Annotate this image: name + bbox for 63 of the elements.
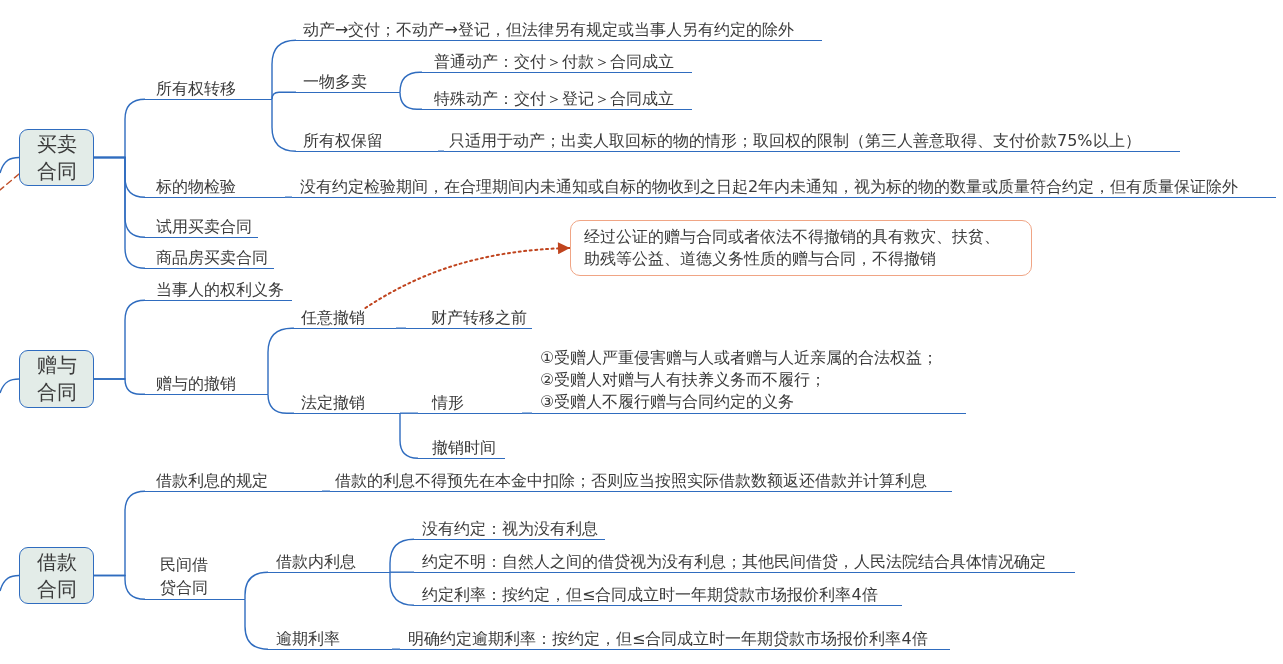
topic-box: 借款合同 — [19, 547, 94, 604]
underlined-topic: 法定撤销 — [294, 393, 400, 414]
connector-line — [0, 378, 20, 394]
list-item: ②受赠人对赠与人有扶养义务而不履行； — [540, 369, 828, 391]
connector-line — [244, 571, 269, 600]
connector-line — [389, 538, 415, 573]
connector-line — [267, 327, 295, 395]
underlined-topic: 一物多卖 — [296, 72, 400, 93]
underlined-topic: 逾期利率 — [268, 629, 392, 650]
connector-line — [521, 412, 533, 414]
connector-line — [391, 648, 401, 650]
underlined-topic: 没有约定：视为没有利息 — [414, 519, 605, 540]
connector-line — [271, 39, 297, 100]
list-item: ①受赠人严重侵害赠与人或者赠与人近亲属的合法权益； — [540, 347, 940, 369]
connector-line — [267, 393, 295, 414]
connector-line — [271, 91, 297, 100]
underlined-topic: 约定不明：自然人之间的借贷视为没有利息；其他民间借贷，人民法院结合具体情况确定 — [414, 552, 1075, 573]
underlined-topic: 只适用于动产；出卖人取回标的物的情形；取回权的限制（第三人善意取得、支付价款75%以上） — [444, 131, 1180, 152]
connector-line — [399, 71, 423, 93]
underlined-topic: 约定利率：按约定，但≤合同成立时一年期贷款市场报价利率4倍 — [414, 585, 902, 606]
underlined-topic: 明确约定逾期利率：按约定，但≤合同成立时一年期贷款市场报价利率4倍 — [400, 629, 950, 650]
underlined-topic: 民间借贷合同 — [145, 553, 245, 600]
connector-line — [284, 196, 293, 198]
underlined-topic: 所有权转移 — [145, 79, 272, 100]
list-item: ③受赠人不履行赠与合同约定的义务 — [540, 391, 796, 413]
connector-line — [0, 173, 20, 191]
connector-line — [271, 98, 297, 152]
underlined-topic: 情形 — [418, 393, 522, 414]
connector-line — [389, 571, 415, 606]
underlined-topic: 撤销时间 — [418, 438, 505, 459]
connector-line — [93, 574, 146, 600]
connector-line — [437, 150, 445, 152]
underlined-topic: 商品房买卖合同 — [145, 248, 274, 269]
connector-line — [399, 412, 419, 459]
underlined-topic: 特殊动产：交付＞登记＞合同成立 — [422, 89, 692, 110]
underlined-topic: 任意撤销 — [294, 308, 396, 329]
topic-box: 赠与合同 — [19, 350, 94, 408]
underlined-topic: 普通动产：交付＞付款＞合同成立 — [422, 52, 692, 73]
connector-line — [399, 412, 419, 414]
connector-line — [93, 156, 146, 269]
underlined-topic: 动产→交付；不动产→登记，但法律另有规定或当事人另有约定的除外 — [296, 20, 822, 41]
underlined-topic — [532, 347, 966, 414]
connector-line — [321, 490, 331, 492]
connector-line — [389, 571, 415, 573]
underlined-topic: 借款利息的规定 — [145, 471, 322, 492]
underlined-topic: 标的物检验 — [145, 177, 285, 198]
underlined-topic: 借款的利息不得预先在本金中扣除；否则应当按照实际借款数额返还借款并计算利息 — [330, 471, 952, 492]
underlined-topic: 财产转移之前 — [406, 308, 532, 329]
underlined-topic: 当事人的权利义务 — [145, 280, 292, 301]
note-box: 经过公证的赠与合同或者依法不得撤销的具有救灾、扶贫、助残等公益、道德义务性质的赠与合同，不得撤销 — [570, 220, 1032, 276]
underlined-topic: 赠与的撤销 — [145, 374, 268, 395]
connector-line — [93, 378, 146, 395]
arrow — [364, 242, 571, 309]
underlined-topic: 借款内利息 — [268, 552, 390, 573]
underlined-topic: 没有约定检验期间，在合理期间内未通知或自标的物收到之日起2年内未通知，视为标的物的数量或质量符合约定，但有质量保证除外 — [292, 177, 1276, 198]
connector-line — [399, 91, 423, 110]
connector-line — [0, 156, 20, 174]
underlined-topic: 所有权保留 — [296, 131, 438, 152]
connector-line — [395, 327, 407, 329]
underlined-topic: 试用买卖合同 — [145, 217, 258, 238]
topic-box: 买卖合同 — [19, 129, 94, 186]
connector-line — [244, 598, 269, 650]
connector-line — [0, 574, 20, 592]
